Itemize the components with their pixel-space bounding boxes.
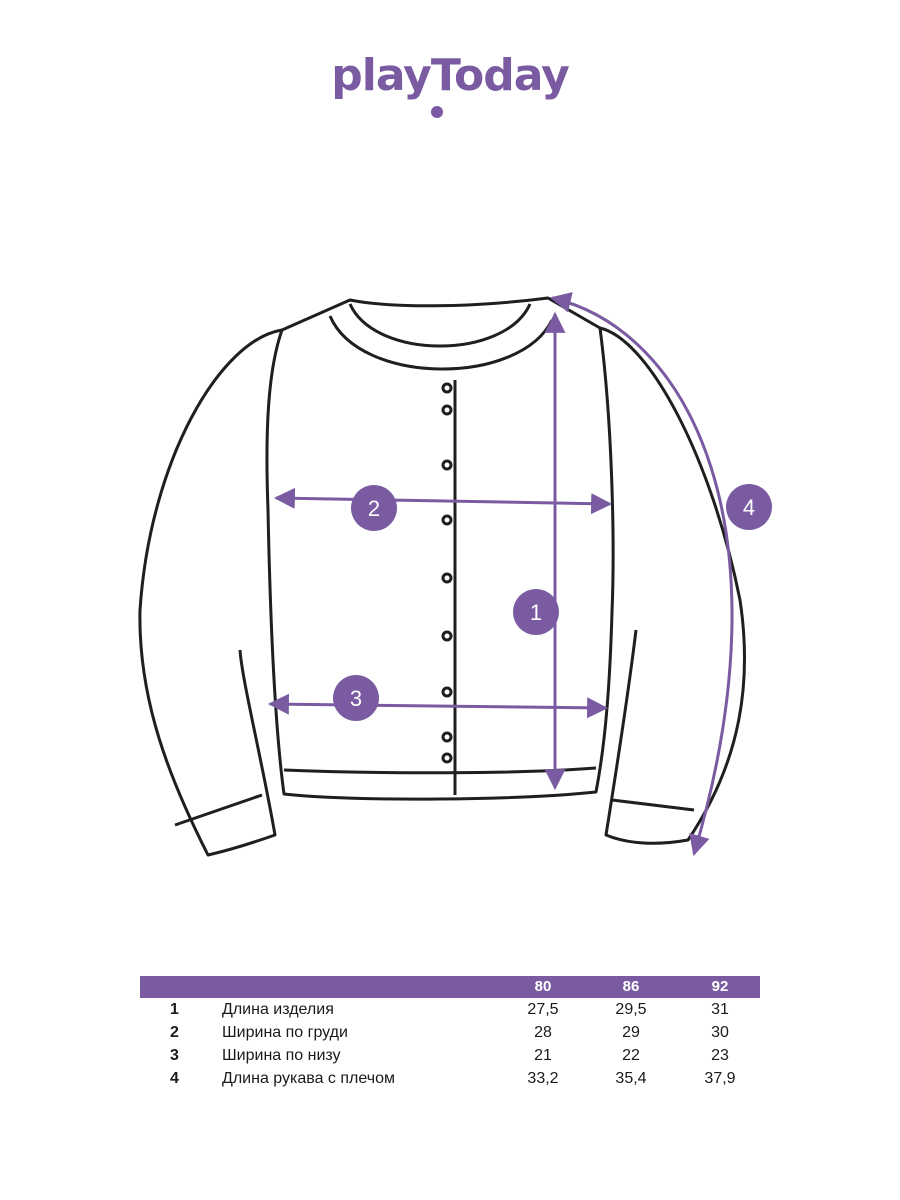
- brand-logo-dot: [431, 106, 443, 118]
- row-number: 2: [170, 1024, 179, 1041]
- row-value: 37,9: [704, 1070, 736, 1087]
- svg-text:2: 2: [368, 496, 380, 521]
- row-label: Ширина по груди: [222, 1024, 348, 1041]
- brand-logo-text: playToday: [331, 50, 570, 101]
- row-value: 23: [711, 1047, 729, 1064]
- marker-1: 1: [513, 589, 559, 635]
- size-header: 86: [622, 978, 640, 995]
- size-table-header: 80 86 92: [140, 976, 760, 998]
- row-value: 22: [622, 1047, 640, 1064]
- table-row: 3 Ширина по низу 21 22 23: [140, 1044, 760, 1067]
- row-number: 1: [170, 1001, 179, 1018]
- row-value: 30: [711, 1024, 729, 1041]
- row-value: 29,5: [615, 1001, 647, 1018]
- marker-3: 3: [333, 675, 379, 721]
- svg-text:3: 3: [350, 686, 362, 711]
- size-header: 92: [711, 978, 729, 995]
- table-row: 2 Ширина по груди 28 29 30: [140, 1021, 760, 1044]
- svg-text:1: 1: [530, 600, 542, 625]
- size-table: 80 86 92 1 Длина изделия 27,5 29,5 31 2 …: [140, 976, 760, 1090]
- row-label: Ширина по низу: [222, 1047, 341, 1064]
- measure-line-sleeve: [549, 292, 734, 857]
- row-label: Длина изделия: [222, 1001, 334, 1018]
- measure-line-chest: [273, 487, 613, 515]
- brand-logo: playToday: [0, 50, 900, 101]
- row-number: 4: [170, 1070, 179, 1087]
- cardigan-diagram: 1 2 3 4: [138, 292, 772, 857]
- row-value: 29: [622, 1024, 640, 1041]
- svg-text:4: 4: [743, 495, 755, 520]
- row-value: 33,2: [527, 1070, 559, 1087]
- table-row: 4 Длина рукава с плечом 33,2 35,4 37,9: [140, 1067, 760, 1090]
- marker-4: 4: [726, 484, 772, 530]
- row-value: 21: [534, 1047, 552, 1064]
- table-row: 1 Длина изделия 27,5 29,5 31: [140, 998, 760, 1021]
- cardigan-outline: [138, 296, 747, 857]
- marker-2: 2: [351, 485, 397, 531]
- row-value: 27,5: [527, 1001, 559, 1018]
- row-value: 31: [711, 1001, 729, 1018]
- row-number: 3: [170, 1047, 179, 1064]
- buttons: [441, 382, 453, 764]
- row-value: 35,4: [615, 1070, 647, 1087]
- size-header: 80: [534, 978, 552, 995]
- row-label: Длина рукава с плечом: [222, 1070, 395, 1087]
- row-value: 28: [534, 1024, 552, 1041]
